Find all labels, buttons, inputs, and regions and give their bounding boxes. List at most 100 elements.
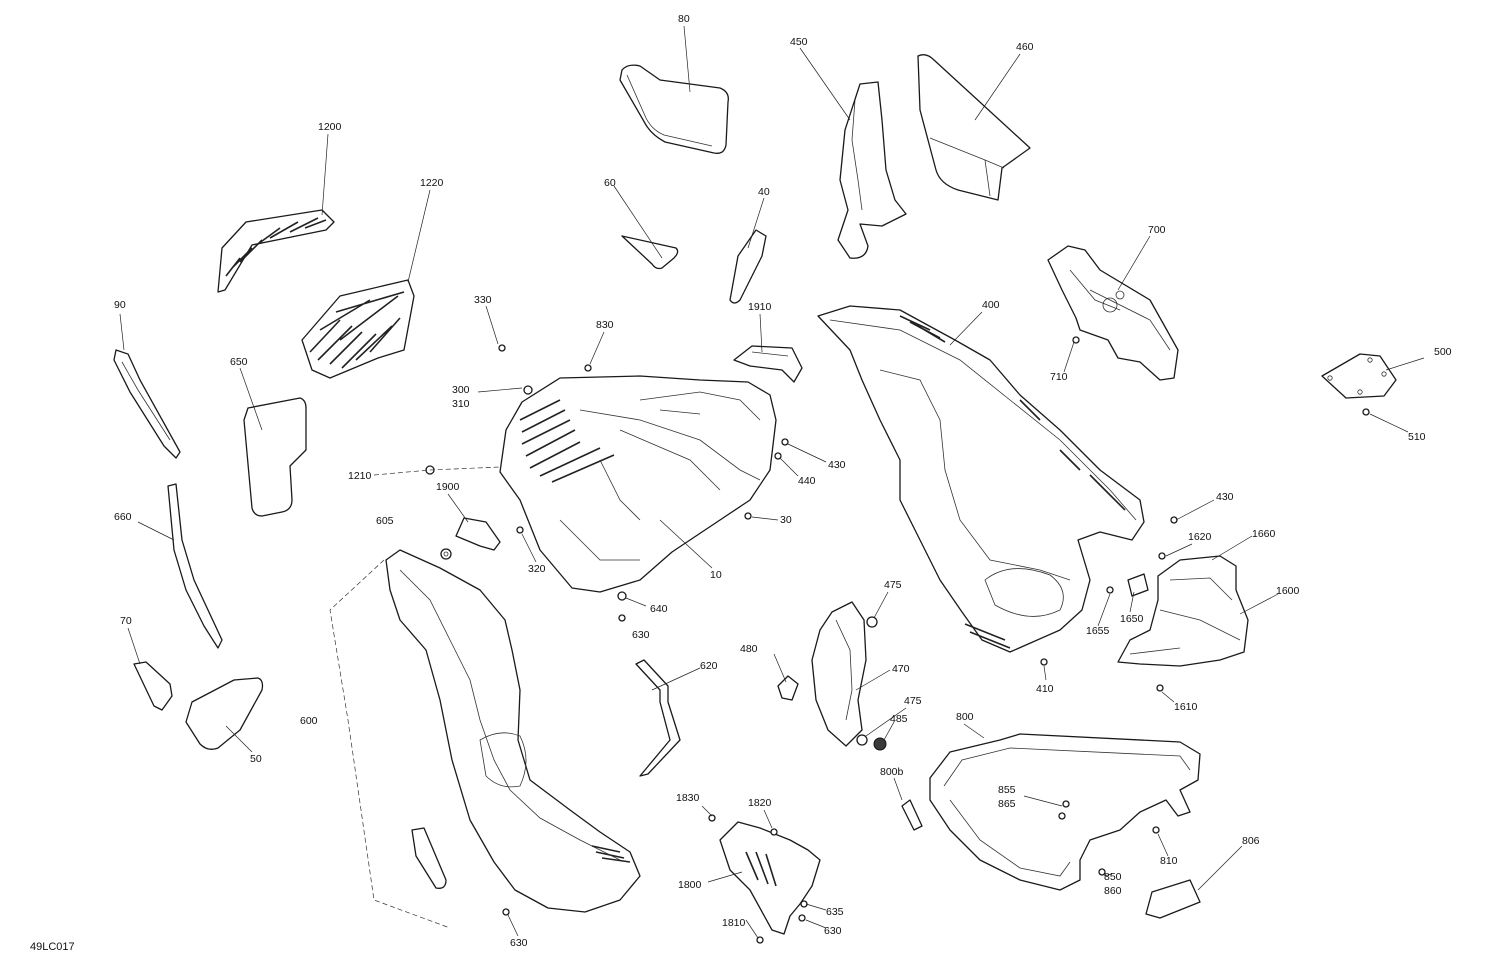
callout-810: 810 — [1160, 855, 1178, 867]
callout-40: 40 — [758, 186, 770, 198]
callout-480: 480 — [740, 643, 758, 655]
fastener-640 — [617, 591, 627, 601]
callout-630-b: 630 — [824, 925, 842, 937]
callout-440: 440 — [798, 475, 816, 487]
fastener-430-a — [781, 438, 789, 446]
fastener-830 — [584, 364, 592, 372]
part-1220-vent-grille — [301, 279, 415, 379]
part-10-center-console — [499, 375, 777, 593]
fasteners — [425, 336, 1370, 944]
callout-1660: 1660 — [1252, 528, 1276, 540]
callout-1200: 1200 — [318, 121, 342, 133]
fastener-440 — [774, 452, 782, 460]
part-1650-clip — [1127, 573, 1149, 597]
fastener-810 — [1152, 826, 1160, 834]
fastener-510 — [1362, 408, 1370, 416]
callout-430-a: 430 — [828, 459, 846, 471]
callout-450: 450 — [790, 36, 808, 48]
part-500-cover-plate — [1321, 353, 1397, 399]
part-40-trim-piece — [729, 229, 767, 304]
callout-1800: 1800 — [678, 879, 702, 891]
fastener-1655 — [1106, 586, 1114, 594]
callout-475-a: 475 — [884, 579, 902, 591]
part-1800-lower-console — [719, 821, 821, 935]
callout-30: 30 — [780, 514, 792, 526]
part-700-bracket-assembly — [1047, 245, 1179, 381]
part-1910-bracket — [733, 345, 803, 383]
callout-650: 650 — [230, 356, 248, 368]
callout-labels: 80 450 460 1200 1220 60 40 700 90 650 33… — [114, 13, 1452, 949]
part-1200-vent-grille — [217, 209, 335, 293]
fastener-710 — [1072, 336, 1080, 344]
fastener-1610 — [1156, 684, 1164, 692]
callout-430-b: 430 — [1216, 491, 1234, 503]
callout-1610: 1610 — [1174, 701, 1198, 713]
part-60-trim-piece — [621, 235, 679, 270]
callout-10: 10 — [710, 569, 722, 581]
callout-630-c: 630 — [510, 937, 528, 949]
callout-485: 485 — [890, 713, 908, 725]
callout-830: 830 — [596, 319, 614, 331]
callout-90: 90 — [114, 299, 126, 311]
callout-300: 300 — [452, 384, 470, 396]
callout-1830: 1830 — [676, 792, 700, 804]
callout-630-a: 630 — [632, 629, 650, 641]
callout-475-b: 475 — [904, 695, 922, 707]
callout-1210: 1210 — [348, 470, 372, 482]
fastener-605 — [440, 548, 452, 560]
part-400-side-console — [817, 305, 1145, 653]
callout-850: 850 — [1104, 871, 1122, 883]
callout-1650: 1650 — [1120, 613, 1144, 625]
fastener-630-b — [798, 914, 806, 922]
part-806-bracket — [1145, 879, 1201, 919]
part-460-side-panel — [917, 54, 1031, 201]
callout-640: 640 — [650, 603, 668, 615]
callout-320: 320 — [528, 563, 546, 575]
fastener-1820 — [770, 828, 778, 836]
callout-510: 510 — [1408, 431, 1426, 443]
part-450-vertical-panel — [837, 81, 907, 259]
fastener-475-b — [856, 734, 868, 746]
fastener-300 — [523, 385, 533, 395]
callout-855: 855 — [998, 784, 1016, 796]
fastener-430-b — [1170, 516, 1178, 524]
fastener-30 — [744, 512, 752, 520]
fastener-330 — [498, 344, 506, 352]
callout-80: 80 — [678, 13, 690, 25]
part-80-side-panel — [619, 64, 729, 154]
part-1600-housing-assembly — [1117, 555, 1249, 667]
callout-70: 70 — [120, 615, 132, 627]
part-470-cover — [811, 601, 867, 747]
callout-600: 600 — [300, 715, 318, 727]
fastener-485 — [873, 737, 887, 751]
part-650-side-panel — [243, 397, 307, 517]
part-480-clip — [777, 675, 799, 701]
callout-800b: 800b — [880, 766, 904, 778]
callout-865: 865 — [998, 798, 1016, 810]
fastener-320 — [516, 526, 524, 534]
part-50-trim-panel — [185, 677, 264, 750]
callout-860: 860 — [1104, 885, 1122, 897]
callout-635: 635 — [826, 906, 844, 918]
callout-660: 660 — [114, 511, 132, 523]
callout-1910: 1910 — [748, 301, 772, 313]
part-800-bumper — [929, 733, 1201, 891]
fastener-630-c — [502, 908, 510, 916]
callout-1600: 1600 — [1276, 585, 1300, 597]
callout-60: 60 — [604, 177, 616, 189]
callout-800: 800 — [956, 711, 974, 723]
callout-330: 330 — [474, 294, 492, 306]
callout-620: 620 — [700, 660, 718, 672]
callout-460: 460 — [1016, 41, 1034, 53]
callout-400: 400 — [982, 299, 1000, 311]
callout-605: 605 — [376, 515, 394, 527]
part-620-rod — [635, 659, 681, 777]
callout-1220: 1220 — [420, 177, 444, 189]
fastener-1830 — [708, 814, 716, 822]
fastener-630-a — [618, 614, 626, 622]
callout-806: 806 — [1242, 835, 1260, 847]
fastener-865 — [1058, 812, 1066, 820]
callout-50: 50 — [250, 753, 262, 765]
fastener-475-a — [866, 616, 878, 628]
fastener-850 — [1098, 868, 1106, 876]
